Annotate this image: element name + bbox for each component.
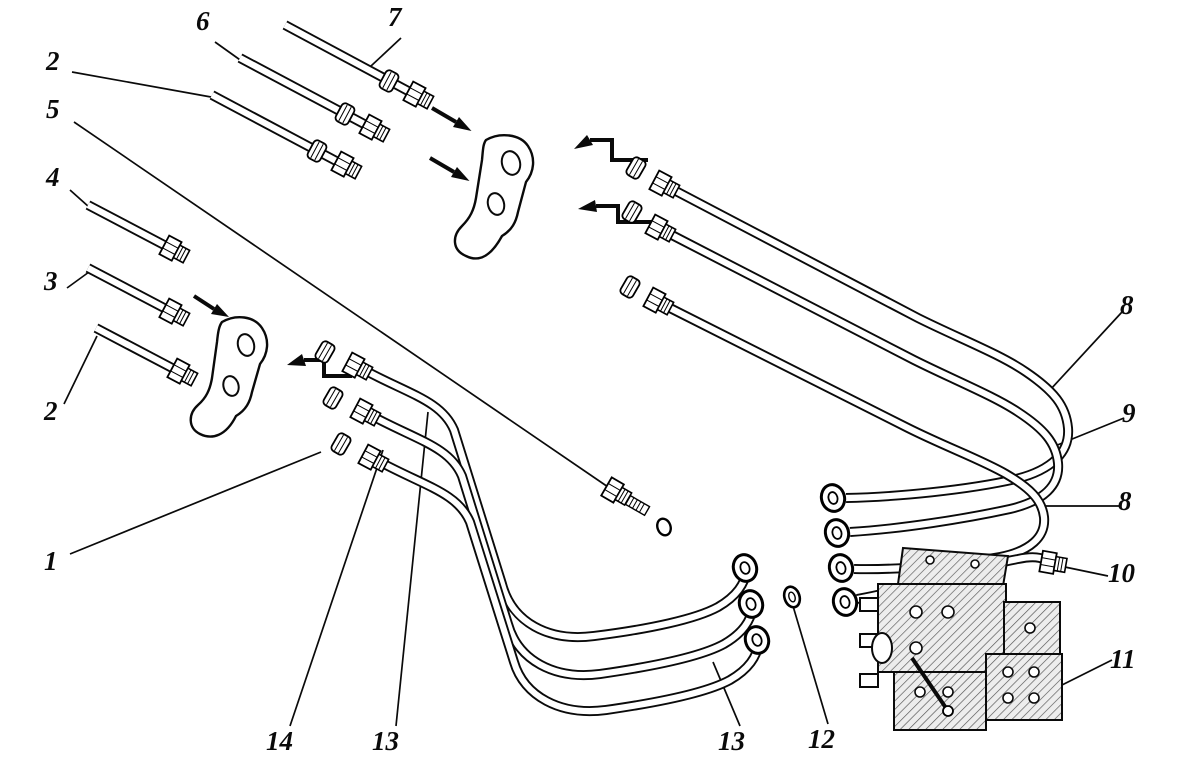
banjo-eye (728, 550, 762, 586)
valve-boss (871, 632, 893, 664)
callout-11: 11 (1110, 644, 1136, 674)
callout-8-top: 8 (1120, 290, 1134, 320)
arrowhead-upper-right-2 (578, 200, 597, 212)
tube-3 (85, 263, 193, 330)
right-tube-bundle (618, 154, 1074, 575)
bracket-hole (222, 375, 240, 397)
arrowhead-upper-left-2 (451, 167, 470, 181)
sealing-washer (656, 517, 672, 537)
leader-line-8-top (1049, 311, 1123, 391)
callout-2-top: 2 (46, 46, 60, 76)
tube-7 (282, 20, 437, 113)
middle-tube-bundle (313, 338, 774, 716)
callout-10: 10 (1108, 558, 1135, 588)
tube-2-top (209, 90, 365, 183)
banjo-eye (828, 584, 862, 620)
tube-14 (365, 367, 751, 642)
arrow-upper-left-2 (428, 156, 456, 174)
fitting-5-thread (624, 494, 651, 517)
left-tube-group (85, 200, 201, 390)
callout-5: 5 (46, 94, 60, 124)
leader-line-12 (792, 605, 829, 725)
valve-block (859, 546, 1063, 731)
leader-line-7 (370, 37, 402, 67)
arrowhead-lower-right (287, 354, 306, 366)
leader-line-3 (66, 271, 90, 289)
banjo-eye (820, 515, 854, 551)
arrow-lower-left (192, 294, 216, 311)
banjo-eye (816, 480, 850, 516)
leader-line-4 (69, 189, 90, 208)
tube-13-b (381, 459, 763, 716)
banjo-eye (824, 550, 858, 586)
washer-12 (782, 585, 802, 609)
tube-9 (665, 228, 1064, 537)
arrowhead-upper-left-1 (453, 117, 472, 131)
tube-13-a (373, 413, 757, 680)
leader-line-13-left (395, 411, 429, 727)
callout-2-left: 2 (44, 396, 58, 426)
top-tube-group (209, 20, 437, 183)
valve-lever-knob (942, 705, 954, 717)
assembly-arrows (192, 106, 655, 378)
tube-2-left (93, 323, 201, 390)
callout-13-right: 13 (718, 726, 745, 756)
bracket-hole (236, 333, 256, 357)
leader-line-2-left (63, 335, 98, 405)
callout-14: 14 (266, 726, 293, 756)
callout-12: 12 (808, 724, 835, 754)
leader-line-5 (73, 121, 612, 490)
valve-lever (910, 656, 948, 710)
arrowhead-lower-left (211, 304, 229, 317)
leader-line-2-top (71, 71, 212, 98)
leader-line-10 (1059, 565, 1109, 577)
callout-3: 3 (44, 266, 58, 296)
arrow-upper-right-1 (590, 138, 648, 162)
lower-clamp-bracket (189, 316, 269, 438)
leader-line-13-right (712, 661, 741, 727)
union-nut (618, 273, 642, 301)
callout-4: 4 (46, 162, 60, 192)
bracket-hole (486, 192, 506, 216)
callout-1: 1 (44, 546, 58, 576)
tube-4 (85, 200, 193, 267)
callout-6: 6 (196, 6, 210, 36)
arrowhead-upper-right-1 (574, 135, 593, 149)
union-nut-1 (329, 430, 353, 458)
arrow-lower-right (304, 358, 352, 378)
tube-6 (237, 53, 393, 146)
fitting-5 (600, 476, 672, 537)
valve-port-stub (859, 597, 879, 612)
callout-8-bottom: 8 (1118, 486, 1132, 516)
valve-port-stub (859, 673, 879, 688)
arrow-upper-right-2 (596, 204, 655, 224)
tube-fitting-10 (1038, 549, 1069, 577)
leader-line-6 (214, 41, 244, 63)
callout-13-left: 13 (372, 726, 399, 756)
leader-line-1 (69, 451, 322, 555)
upper-clamp-bracket (453, 134, 535, 260)
union-nut-1 (321, 384, 345, 412)
leader-lines (63, 37, 1125, 727)
bracket-hole (500, 150, 522, 176)
arrow-upper-left-1 (430, 106, 458, 124)
tube-8-top (669, 184, 1074, 503)
callout-9: 9 (1122, 398, 1136, 428)
leader-line-14 (289, 449, 384, 727)
callout-7: 7 (388, 2, 402, 32)
